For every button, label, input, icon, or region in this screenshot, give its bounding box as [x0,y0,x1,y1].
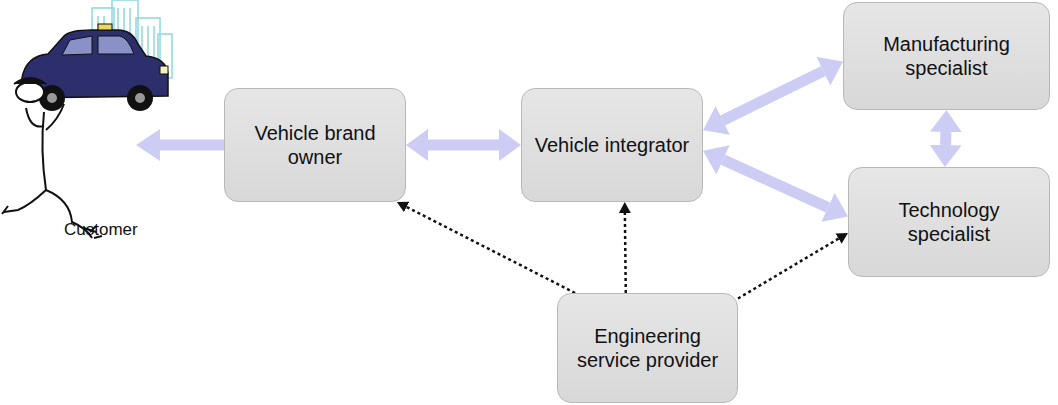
box-label: Vehicle brand owner [236,121,394,169]
customer-label: Customer [64,220,138,240]
technology-box: Technology specialist [848,167,1050,277]
flow-arrow [723,71,824,120]
support-arrow [624,213,627,293]
manufacturing-box: Manufacturing specialist [843,2,1050,110]
support-arrow [407,207,575,293]
box-label: Vehicle integrator [535,133,690,157]
box-label: Technology specialist [860,198,1038,246]
brand-owner-box: Vehicle brand owner [224,88,406,202]
flow-arrow [428,140,499,151]
integrator-box: Vehicle integrator [521,88,703,202]
service-provider-box: Engineering service provider [557,293,738,403]
box-label: Manufacturing specialist [855,32,1038,80]
flow-arrow [940,132,951,145]
flow-arrow [723,160,828,208]
taxi-car [22,24,168,111]
delivery-arrow [160,140,224,151]
box-label: Engineering service provider [569,324,726,372]
customer-figure [2,78,102,238]
support-arrow [738,239,839,299]
